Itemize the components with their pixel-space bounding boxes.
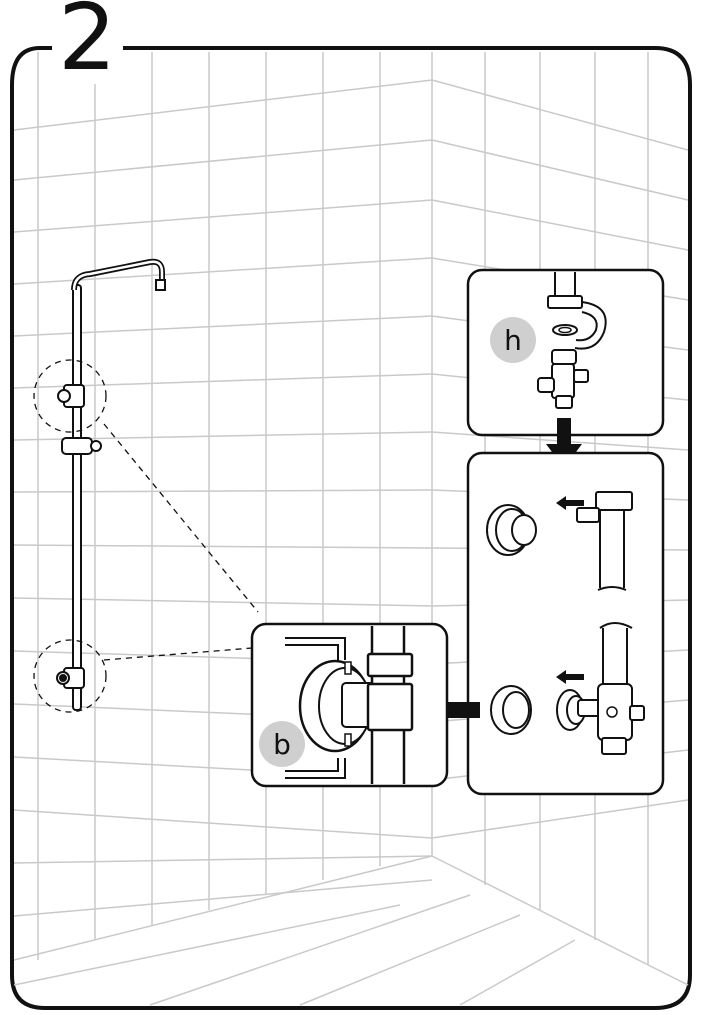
detail-panel-b: b bbox=[250, 622, 449, 788]
left-arrow-small-lower bbox=[556, 670, 584, 684]
left-arrow-small-upper bbox=[556, 496, 584, 510]
detail-panel-h: h bbox=[466, 268, 665, 437]
shower-column bbox=[56, 258, 166, 711]
step-number: 2 bbox=[52, 0, 123, 84]
badge-h-label: h bbox=[504, 324, 522, 357]
detail-panel-steps bbox=[466, 451, 665, 796]
badge-b-label: b bbox=[273, 728, 291, 761]
callout-leaders bbox=[33, 359, 259, 713]
